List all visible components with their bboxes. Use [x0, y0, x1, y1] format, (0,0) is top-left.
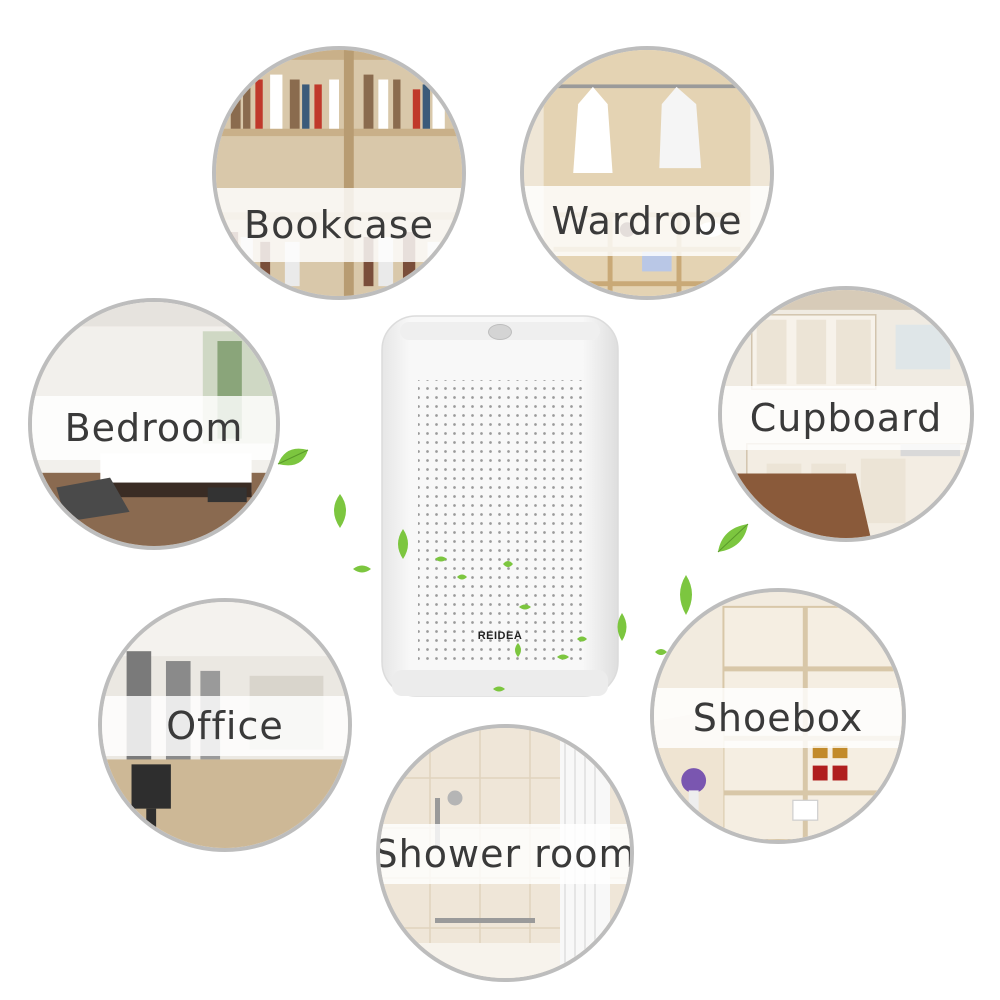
- leaf-icon: [334, 494, 346, 528]
- wardrobe-label-band: Wardrobe: [524, 186, 770, 256]
- leaf-icon: [680, 575, 692, 615]
- bookcase-scene: Bookcase: [212, 46, 466, 300]
- dehumidifier-body: [381, 315, 619, 697]
- brand-logo: REIDEA: [477, 630, 523, 642]
- leaf-icon: [398, 529, 408, 559]
- leaf-icon: [353, 565, 371, 573]
- bedroom-label-band: Bedroom: [32, 396, 276, 460]
- leaf-icon: [503, 561, 513, 567]
- leaf-icon: [493, 686, 505, 692]
- leaf-icon: [617, 613, 627, 641]
- leaf-icon: [557, 654, 569, 660]
- cupboard-label-band: Cupboard: [722, 386, 970, 450]
- wardrobe-photo: [524, 50, 770, 296]
- leaf-icon: [717, 523, 749, 553]
- wardrobe-scene: Wardrobe: [520, 46, 774, 300]
- bedroom-label: Bedroom: [64, 406, 244, 450]
- office-label: Office: [166, 704, 284, 748]
- shoebox-label: Shoebox: [692, 696, 864, 740]
- shoebox-label-band: Shoebox: [654, 688, 902, 748]
- shoebox-scene: Shoebox: [650, 588, 906, 844]
- dehumidifier-product: REIDEA: [378, 312, 622, 706]
- shower-room-scene: Shower room: [376, 724, 634, 982]
- shower-room-label: Shower room: [376, 832, 634, 876]
- leaf-icon: [577, 636, 587, 642]
- leaf-icon: [457, 574, 467, 580]
- leaf-icon: [515, 643, 521, 657]
- office-scene: Office: [98, 598, 352, 852]
- wardrobe-label: Wardrobe: [551, 199, 743, 243]
- bedroom-scene: Bedroom: [28, 298, 280, 550]
- shower-room-label-band: Shower room: [380, 824, 630, 884]
- bookcase-label-band: Bookcase: [216, 188, 462, 262]
- cupboard-label: Cupboard: [749, 396, 943, 440]
- office-label-band: Office: [102, 696, 348, 756]
- leaf-icon: [519, 604, 531, 610]
- cupboard-scene: Cupboard: [718, 286, 974, 542]
- leaf-icon: [655, 649, 667, 655]
- bookcase-label: Bookcase: [244, 203, 434, 247]
- leaf-icon: [277, 448, 309, 466]
- power-button[interactable]: [488, 324, 512, 340]
- leaf-icon: [435, 556, 447, 562]
